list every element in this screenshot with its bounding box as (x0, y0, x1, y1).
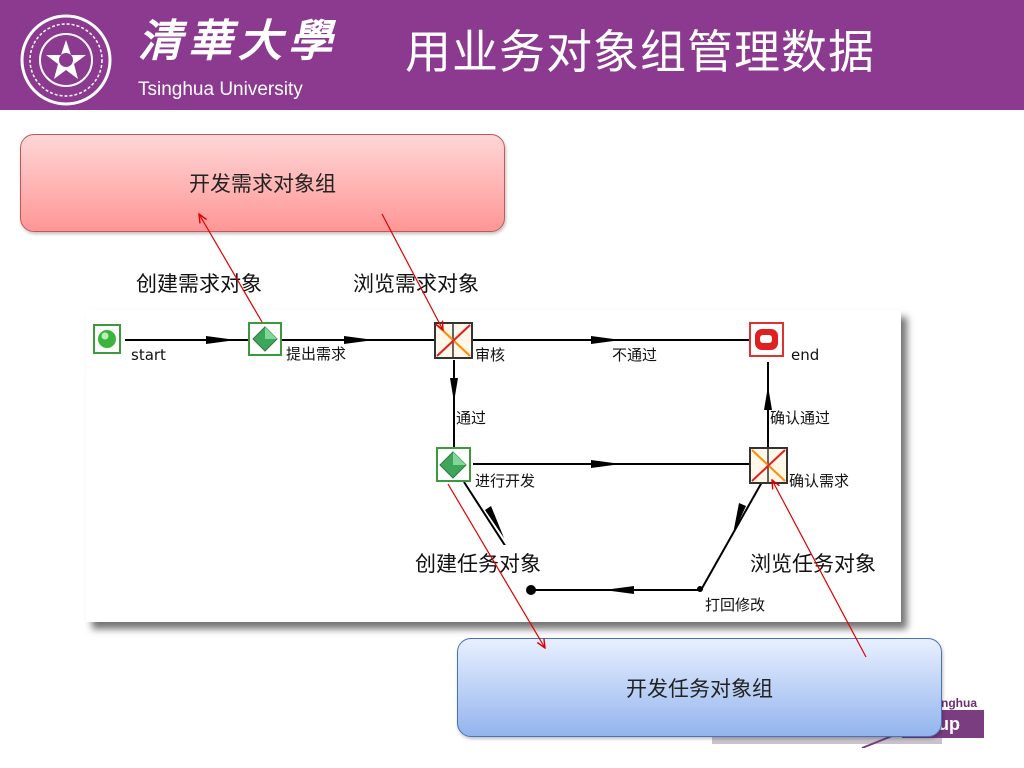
requirement-group-label: 开发需求对象组 (189, 172, 336, 196)
review-label: 审核 (475, 346, 506, 364)
start-node-icon[interactable] (93, 324, 121, 354)
browse-requirement-annotation: 浏览需求对象 (353, 272, 479, 296)
task-object-group: 开发任务对象组 (457, 638, 942, 737)
university-seal-icon (20, 14, 112, 110)
reject-label: 不通过 (612, 346, 658, 364)
create-requirement-annotation: 创建需求对象 (136, 272, 262, 296)
join-node (526, 585, 536, 595)
requirement-object-group: 开发需求对象组 (20, 134, 505, 232)
submit-requirement-task-icon[interactable] (248, 322, 282, 356)
end-node-icon[interactable] (749, 322, 784, 357)
start-label: start (131, 346, 166, 364)
background-logo-text-top: nghua (941, 696, 977, 710)
logo-english-name: Tsinghua University (138, 79, 303, 100)
develop-label: 进行开发 (475, 472, 536, 490)
flow-confirm-sendback (700, 481, 763, 591)
send-back-label: 打回修改 (705, 596, 766, 614)
confirm-requirement-label: 确认需求 (789, 472, 850, 490)
confirm-pass-label: 确认通过 (770, 409, 831, 427)
background-logo-text-bottom: up (938, 714, 960, 734)
review-decision-icon[interactable] (434, 322, 473, 359)
slide-title: 用业务对象组管理数据 (405, 25, 875, 79)
pass-label: 通过 (456, 409, 487, 427)
end-label: end (791, 346, 820, 364)
sendback-node (697, 586, 703, 592)
submit-requirement-label: 提出需求 (286, 345, 347, 363)
logo-chinese-name: 清華大學 (138, 16, 338, 67)
header-bar: 清華大學 Tsinghua University 用业务对象组管理数据 (0, 0, 1024, 110)
workflow-connections (93, 322, 788, 595)
develop-task-icon[interactable] (436, 447, 471, 482)
confirm-requirement-decision-icon[interactable] (749, 447, 788, 484)
browse-task-annotation: 浏览任务对象 (744, 545, 882, 581)
create-task-annotation: 创建任务对象 (409, 545, 547, 581)
task-group-label: 开发任务对象组 (626, 676, 773, 701)
